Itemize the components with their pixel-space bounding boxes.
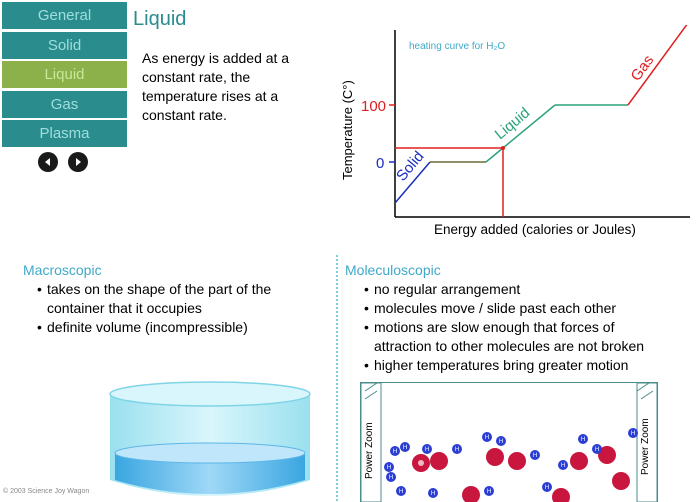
svg-text:H: H xyxy=(499,439,503,445)
gas-segment xyxy=(627,25,688,106)
pager xyxy=(38,152,88,172)
power-zoom-right-label: Power Zoom xyxy=(640,418,651,475)
topic-nav: General Solid Liquid Gas Plasma xyxy=(2,2,127,150)
svg-text:H: H xyxy=(545,485,549,491)
svg-text:H: H xyxy=(389,475,393,481)
next-arrow-icon[interactable] xyxy=(68,152,88,172)
liquid-label: Liquid xyxy=(492,104,534,143)
power-zoom-left-label: Power Zoom xyxy=(364,422,375,479)
section-divider xyxy=(336,255,338,501)
list-item: molecules move / slide past each other xyxy=(364,299,654,318)
tick-label-100: 100 xyxy=(361,98,386,115)
liquid-container-illustration xyxy=(109,381,311,496)
svg-text:H: H xyxy=(581,437,585,443)
heating-curve-graph: heating curve for H₂O Temperature (C°) E… xyxy=(340,25,690,237)
list-item: no regular arrangement xyxy=(364,280,654,299)
x-axis-label: Energy added (calories or Joules) xyxy=(434,222,636,237)
moleculoscopic-title: Moleculoscopic xyxy=(345,262,441,278)
liquid-segment xyxy=(485,104,556,163)
y-axis-label: Temperature (C°) xyxy=(340,80,355,180)
svg-text:H: H xyxy=(595,447,599,453)
solid-segment xyxy=(394,161,431,204)
previous-arrow-icon[interactable] xyxy=(38,152,58,172)
nav-item-plasma[interactable]: Plasma xyxy=(2,120,127,148)
list-item: motions are slow enough that forces of a… xyxy=(364,318,654,356)
svg-text:H: H xyxy=(387,465,391,471)
nav-item-gas[interactable]: Gas xyxy=(2,90,127,118)
power-zoom-panel: H H H H H H H H H H H H H H H H H Power … xyxy=(360,382,658,502)
list-item: higher temperatures bring greater motion xyxy=(364,356,654,375)
nav-item-solid[interactable]: Solid xyxy=(2,31,127,59)
svg-text:H: H xyxy=(561,463,565,469)
nav-item-general[interactable]: General xyxy=(2,2,127,29)
page-title: Liquid xyxy=(133,8,187,30)
svg-text:H: H xyxy=(485,435,489,441)
list-item: definite volume (incompressible) xyxy=(37,318,302,337)
svg-text:H: H xyxy=(487,489,491,495)
svg-text:H: H xyxy=(425,447,429,453)
macroscopic-title: Macroscopic xyxy=(23,262,102,278)
molecule-view: H H H H H H H H H H H H H H H H H xyxy=(361,383,657,502)
solid-label: Solid xyxy=(393,148,427,184)
svg-text:H: H xyxy=(403,445,407,451)
tick-label-0: 0 xyxy=(376,155,384,172)
indicator-point xyxy=(501,146,505,150)
graph-caption: heating curve for H₂O xyxy=(409,41,505,52)
svg-text:H: H xyxy=(455,447,459,453)
copyright: © 2003 Science Joy Wagon xyxy=(3,488,90,495)
svg-text:H: H xyxy=(431,491,435,497)
gas-label: Gas xyxy=(627,52,657,84)
intro-text: As energy is added at a constant rate, t… xyxy=(142,50,290,123)
svg-text:H: H xyxy=(399,489,403,495)
svg-text:H: H xyxy=(393,449,397,455)
svg-text:H: H xyxy=(631,431,635,437)
moleculoscopic-list: no regular arrangement molecules move / … xyxy=(364,280,654,375)
macroscopic-list: takes on the shape of the part of the co… xyxy=(37,280,302,337)
svg-text:H: H xyxy=(533,453,537,459)
nav-item-liquid[interactable]: Liquid xyxy=(2,61,127,89)
list-item: takes on the shape of the part of the co… xyxy=(37,280,302,318)
